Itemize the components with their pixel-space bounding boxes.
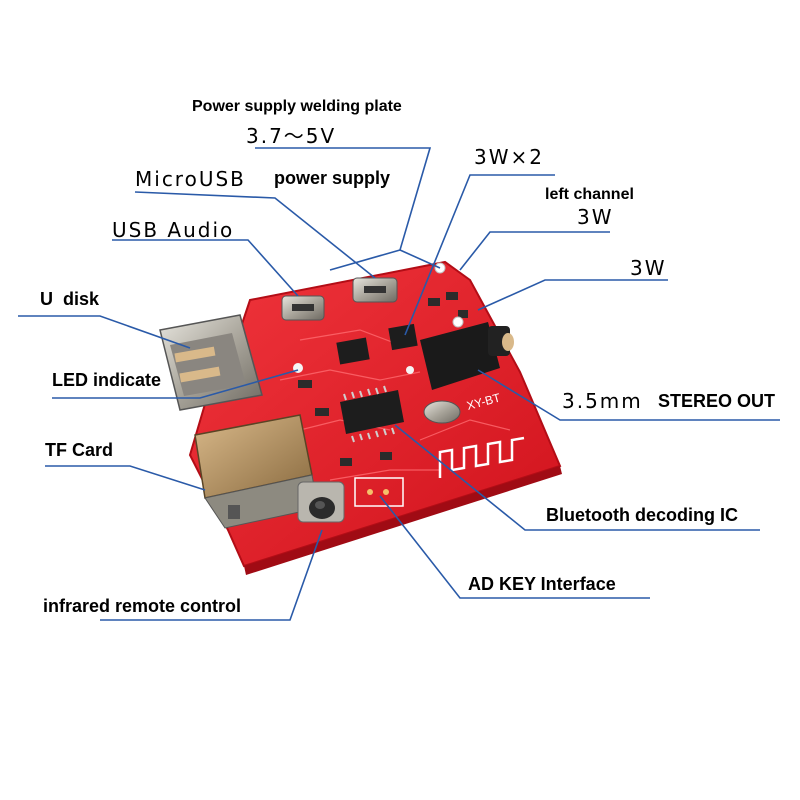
label-led-indicate: LED indicate xyxy=(52,370,162,390)
amplifier-chip-icon xyxy=(336,323,418,365)
leader-left-channel xyxy=(459,231,610,271)
label-right-channel-3w: 3W xyxy=(630,256,667,280)
mounting-holes xyxy=(434,262,464,328)
label-u-disk: U disk xyxy=(40,289,100,309)
label-ad-key-interface: AD KEY Interface xyxy=(468,574,616,594)
label-power-supply-welding-plate: Power supply welding plate xyxy=(192,98,402,115)
usb-a-port-icon xyxy=(159,314,263,411)
label-power-supply: power supply xyxy=(274,168,391,188)
leader-bt-ic xyxy=(394,424,760,531)
leader-microusb xyxy=(134,191,376,279)
leader-led xyxy=(52,369,299,399)
leader-tf-card xyxy=(45,465,206,491)
label-left-channel-3w: 3W xyxy=(577,205,614,229)
leader-stereo-out xyxy=(477,369,780,421)
leader-3wx2 xyxy=(404,174,555,336)
smd-components xyxy=(293,292,468,466)
ad-key-pad-icon xyxy=(354,477,404,507)
crystal-oscillator-icon xyxy=(423,400,461,424)
leader-power-plate xyxy=(255,147,432,271)
leader-lines xyxy=(18,147,780,621)
audio-jack-icon xyxy=(420,322,514,390)
leader-usb-audio xyxy=(112,239,299,297)
label-power-voltage: 3.7～5V xyxy=(246,124,337,148)
label-bluetooth-decoding-ic: Bluetooth decoding IC xyxy=(546,505,738,525)
pcb-antenna-icon xyxy=(438,436,525,478)
label-tf-card: TF Card xyxy=(45,440,114,460)
leader-ad-key xyxy=(379,495,650,599)
tf-card-slot-icon xyxy=(194,414,319,529)
label-usb-audio: USB Audio xyxy=(112,218,235,242)
label-left-channel: left channel xyxy=(545,186,634,203)
label-infrared-remote-control: infrared remote control xyxy=(43,596,242,616)
label-3w-x2: 3W×2 xyxy=(474,145,544,169)
micro-usb-connector-icon xyxy=(281,277,398,321)
leader-u-disk xyxy=(18,315,191,349)
label-microusb: MicroUSB xyxy=(135,167,246,191)
bluetooth-ic-chip-icon xyxy=(340,385,404,443)
leader-infrared xyxy=(100,529,323,621)
label-3-5mm: 3.5mm xyxy=(562,389,643,413)
pcb-edge xyxy=(244,466,562,575)
ir-receiver-icon xyxy=(297,481,345,523)
leader-right-3w xyxy=(477,279,668,311)
label-stereo-out: STEREO OUT xyxy=(658,391,776,411)
